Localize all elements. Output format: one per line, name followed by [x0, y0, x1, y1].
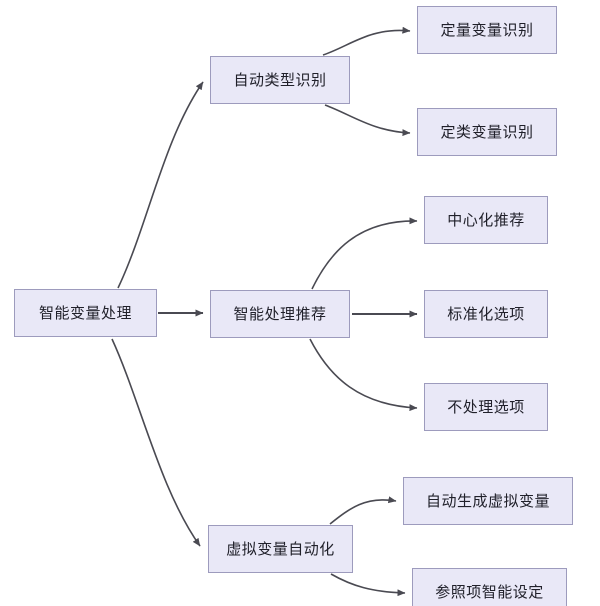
node-auto-type-detection[interactable]: 自动类型识别	[210, 56, 350, 104]
edge-auto-type-to-quant	[322, 26, 411, 56]
node-dummy-variable-automation-label: 虚拟变量自动化	[226, 540, 335, 558]
edge-root-to-dummy-auto	[111, 338, 201, 547]
node-auto-type-detection-label: 自动类型识别	[233, 71, 327, 89]
node-categorical-variable-detection[interactable]: 定类变量识别	[417, 108, 557, 156]
edge-root-to-auto-type	[117, 81, 204, 289]
node-quantitative-variable-detection-label: 定量变量识别	[440, 21, 534, 39]
node-standardization-option-label: 标准化选项	[447, 305, 525, 323]
node-no-processing-option-label: 不处理选项	[447, 398, 525, 416]
node-root-label: 智能变量处理	[38, 304, 132, 322]
node-reference-item-smart-setting[interactable]: 参照项智能设定	[412, 568, 567, 606]
node-categorical-variable-detection-label: 定类变量识别	[440, 123, 534, 141]
node-smart-processing-recommendation[interactable]: 智能处理推荐	[210, 290, 350, 338]
edge-smart-rec-to-none	[309, 338, 418, 412]
node-dummy-variable-automation[interactable]: 虚拟变量自动化	[208, 525, 353, 573]
edge-smart-rec-to-center	[311, 217, 418, 290]
node-smart-processing-recommendation-label: 智能处理推荐	[233, 305, 327, 323]
node-auto-generate-dummy-variables[interactable]: 自动生成虚拟变量	[403, 477, 573, 525]
node-quantitative-variable-detection[interactable]: 定量变量识别	[417, 6, 557, 54]
node-no-processing-option[interactable]: 不处理选项	[424, 383, 548, 431]
edge-auto-type-to-cat	[324, 104, 411, 137]
node-standardization-option[interactable]: 标准化选项	[424, 290, 548, 338]
node-centering-recommendation-label: 中心化推荐	[447, 211, 525, 229]
node-reference-item-smart-setting-label: 参照项智能设定	[435, 583, 544, 601]
edge-dummy-auto-to-gen	[329, 496, 397, 525]
node-centering-recommendation[interactable]: 中心化推荐	[424, 196, 548, 244]
node-auto-generate-dummy-variables-label: 自动生成虚拟变量	[425, 492, 550, 510]
node-root[interactable]: 智能变量处理	[14, 289, 157, 337]
edge-dummy-auto-to-ref	[330, 573, 406, 597]
